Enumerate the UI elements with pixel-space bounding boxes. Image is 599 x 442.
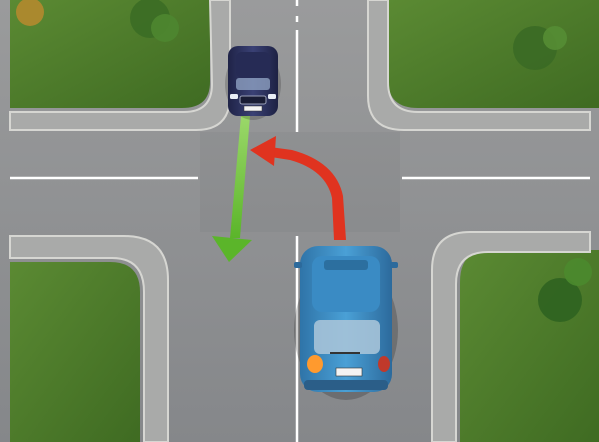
minivan-turn-signal	[307, 355, 323, 373]
sedan-roof	[236, 52, 270, 78]
minivan-rear-window	[314, 320, 380, 354]
minivan-wiper	[330, 352, 360, 354]
grass-bottom-left	[10, 262, 140, 442]
sedan-headlight-right	[268, 94, 276, 99]
bush-icon	[151, 14, 179, 42]
blue-minivan	[294, 246, 398, 400]
sedan-license-plate	[244, 106, 262, 111]
minivan-bumper	[304, 380, 388, 390]
grass-top-right	[388, 0, 599, 108]
sedan-windshield	[236, 78, 270, 90]
intersection-shade	[200, 132, 400, 232]
minivan-mirror-right	[390, 262, 398, 268]
minivan-mirror-left	[294, 262, 302, 268]
minivan-license-plate	[336, 368, 362, 376]
bush-icon	[564, 258, 592, 286]
minivan-roof-panel	[324, 260, 368, 270]
minivan-taillight-right	[378, 356, 390, 372]
sedan-grille	[240, 96, 266, 104]
sedan-headlight-left	[230, 94, 238, 99]
bush-icon	[543, 26, 567, 50]
dark-blue-sedan	[225, 46, 281, 120]
